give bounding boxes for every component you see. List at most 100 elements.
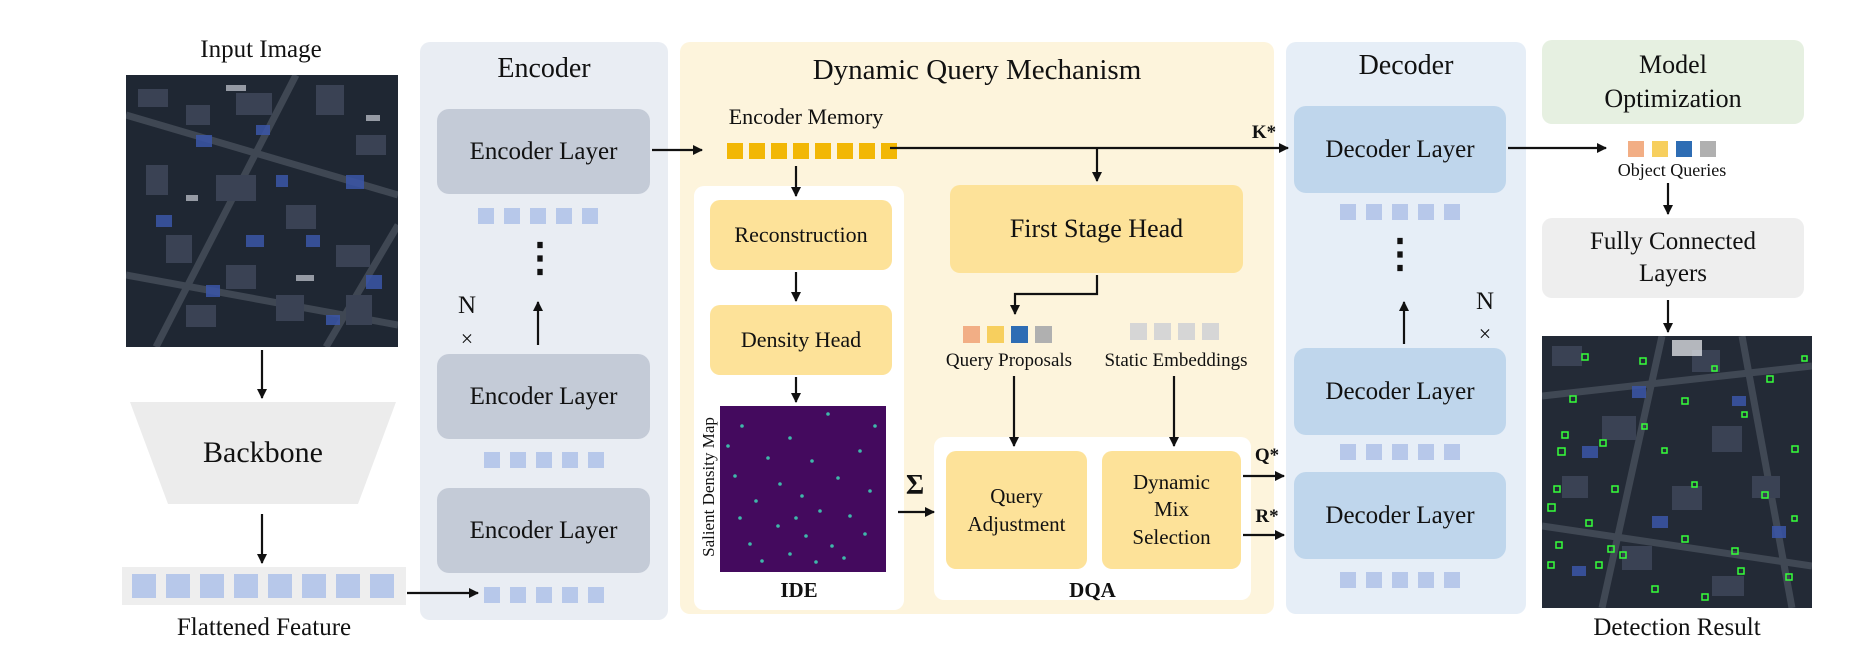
decoder-token <box>1392 204 1408 220</box>
static-token <box>1178 323 1195 340</box>
object-query-token <box>1700 141 1716 157</box>
encoder-layer-bottom: Encoder Layer <box>437 488 650 573</box>
dqa-label: DQA <box>1069 578 1116 602</box>
encoder-memory-label: Encoder Memory <box>728 104 884 129</box>
decoder-token <box>1366 444 1382 460</box>
sum-symbol: Σ <box>905 470 925 501</box>
backbone-trapezoid <box>130 402 396 504</box>
density-head-box: Density Head <box>710 305 892 375</box>
input-image-title: Input Image <box>200 36 322 63</box>
encoder-token <box>484 452 500 468</box>
detection-result-label: Detection Result <box>1593 614 1761 641</box>
input-aerial-image <box>126 75 398 347</box>
model-optimization-text: Model Optimization <box>1604 50 1742 113</box>
encoder-title: Encoder <box>497 53 591 84</box>
model-optimization-title: Model Optimization <box>1542 40 1804 124</box>
memory-token <box>749 143 765 159</box>
object-queries-label: Object Queries <box>1617 160 1727 180</box>
object-query-token <box>1676 141 1692 157</box>
flattened-token <box>200 574 224 598</box>
decoder-layer-middle: Decoder Layer <box>1294 348 1506 435</box>
ide-label: IDE <box>780 578 818 602</box>
q-star-label: Q* <box>1254 445 1280 466</box>
encoder-input-token <box>484 587 500 603</box>
encoder-token <box>478 208 494 224</box>
detection-result-image <box>1542 336 1812 608</box>
encoder-input-token <box>588 587 604 603</box>
decoder-token <box>1444 444 1460 460</box>
decoder-layer-bottom: Decoder Layer <box>1294 472 1506 559</box>
memory-token <box>771 143 787 159</box>
flattened-feature-label: Flattened Feature <box>176 614 352 641</box>
flattened-token <box>370 574 394 598</box>
flattened-token <box>336 574 360 598</box>
static-token <box>1154 323 1171 340</box>
decoder-repeat-x: × <box>1478 321 1492 346</box>
proposal-token <box>963 326 980 343</box>
reconstruction-box: Reconstruction <box>710 200 892 270</box>
encoder-token <box>504 208 520 224</box>
decoder-token <box>1444 572 1460 588</box>
decoder-token <box>1392 444 1408 460</box>
fc-layers-box: Fully Connected Layers <box>1542 218 1804 298</box>
dynamic-mix-text: Dynamic Mix Selection <box>1132 470 1211 549</box>
static-embeddings-label: Static Embeddings <box>1104 350 1248 371</box>
encoder-repeat-n: N <box>457 292 477 319</box>
decoder-token <box>1340 572 1356 588</box>
arrow-first-stage-to-proposals <box>1010 275 1099 315</box>
flattened-token <box>302 574 326 598</box>
decoder-ellipsis: ⋮ <box>1380 231 1420 276</box>
static-token <box>1130 323 1147 340</box>
fc-layers-text: Fully Connected Layers <box>1590 227 1756 288</box>
encoder-token <box>562 452 578 468</box>
decoder-token <box>1418 444 1434 460</box>
encoder-ellipsis: ⋮ <box>520 235 560 280</box>
memory-token <box>727 143 743 159</box>
decoder-token <box>1418 572 1434 588</box>
flattened-token <box>132 574 156 598</box>
encoder-token <box>556 208 572 224</box>
decoder-repeat-n: N <box>1475 288 1495 315</box>
encoder-token <box>588 452 604 468</box>
decoder-token <box>1392 572 1408 588</box>
k-star-label: K* <box>1251 122 1277 143</box>
memory-token <box>793 143 809 159</box>
flattened-token <box>268 574 292 598</box>
memory-token <box>837 143 853 159</box>
encoder-token <box>530 208 546 224</box>
encoder-layer-top: Encoder Layer <box>437 109 650 194</box>
encoder-input-token <box>562 587 578 603</box>
optimization-panel <box>1542 40 1804 124</box>
decoder-token <box>1366 572 1382 588</box>
encoder-token <box>510 452 526 468</box>
object-query-token <box>1628 141 1644 157</box>
r-star-label: R* <box>1255 506 1279 527</box>
backbone-label: Backbone <box>203 436 323 469</box>
proposal-token <box>1011 326 1028 343</box>
decoder-token <box>1340 444 1356 460</box>
encoder-repeat-x: × <box>460 326 474 351</box>
encoder-input-token <box>510 587 526 603</box>
query-proposals-label: Query Proposals <box>945 350 1073 371</box>
first-stage-head-box: First Stage Head <box>950 185 1243 273</box>
memory-token <box>815 143 831 159</box>
flattened-token <box>234 574 258 598</box>
dynamic-mix-box: Dynamic Mix Selection <box>1102 451 1241 569</box>
proposal-token <box>1035 326 1052 343</box>
object-query-token <box>1652 141 1668 157</box>
decoder-token <box>1366 204 1382 220</box>
flattened-token <box>166 574 190 598</box>
encoder-token <box>582 208 598 224</box>
query-adjustment-box: Query Adjustment <box>946 451 1087 569</box>
query-adjustment-text: Query Adjustment <box>967 483 1066 536</box>
encoder-input-token <box>536 587 552 603</box>
decoder-title: Decoder <box>1358 50 1454 81</box>
memory-token <box>859 143 875 159</box>
decoder-token <box>1444 204 1460 220</box>
decoder-token <box>1418 204 1434 220</box>
encoder-token <box>536 452 552 468</box>
encoder-layer-middle: Encoder Layer <box>437 354 650 439</box>
static-token <box>1202 323 1219 340</box>
proposal-token <box>987 326 1004 343</box>
